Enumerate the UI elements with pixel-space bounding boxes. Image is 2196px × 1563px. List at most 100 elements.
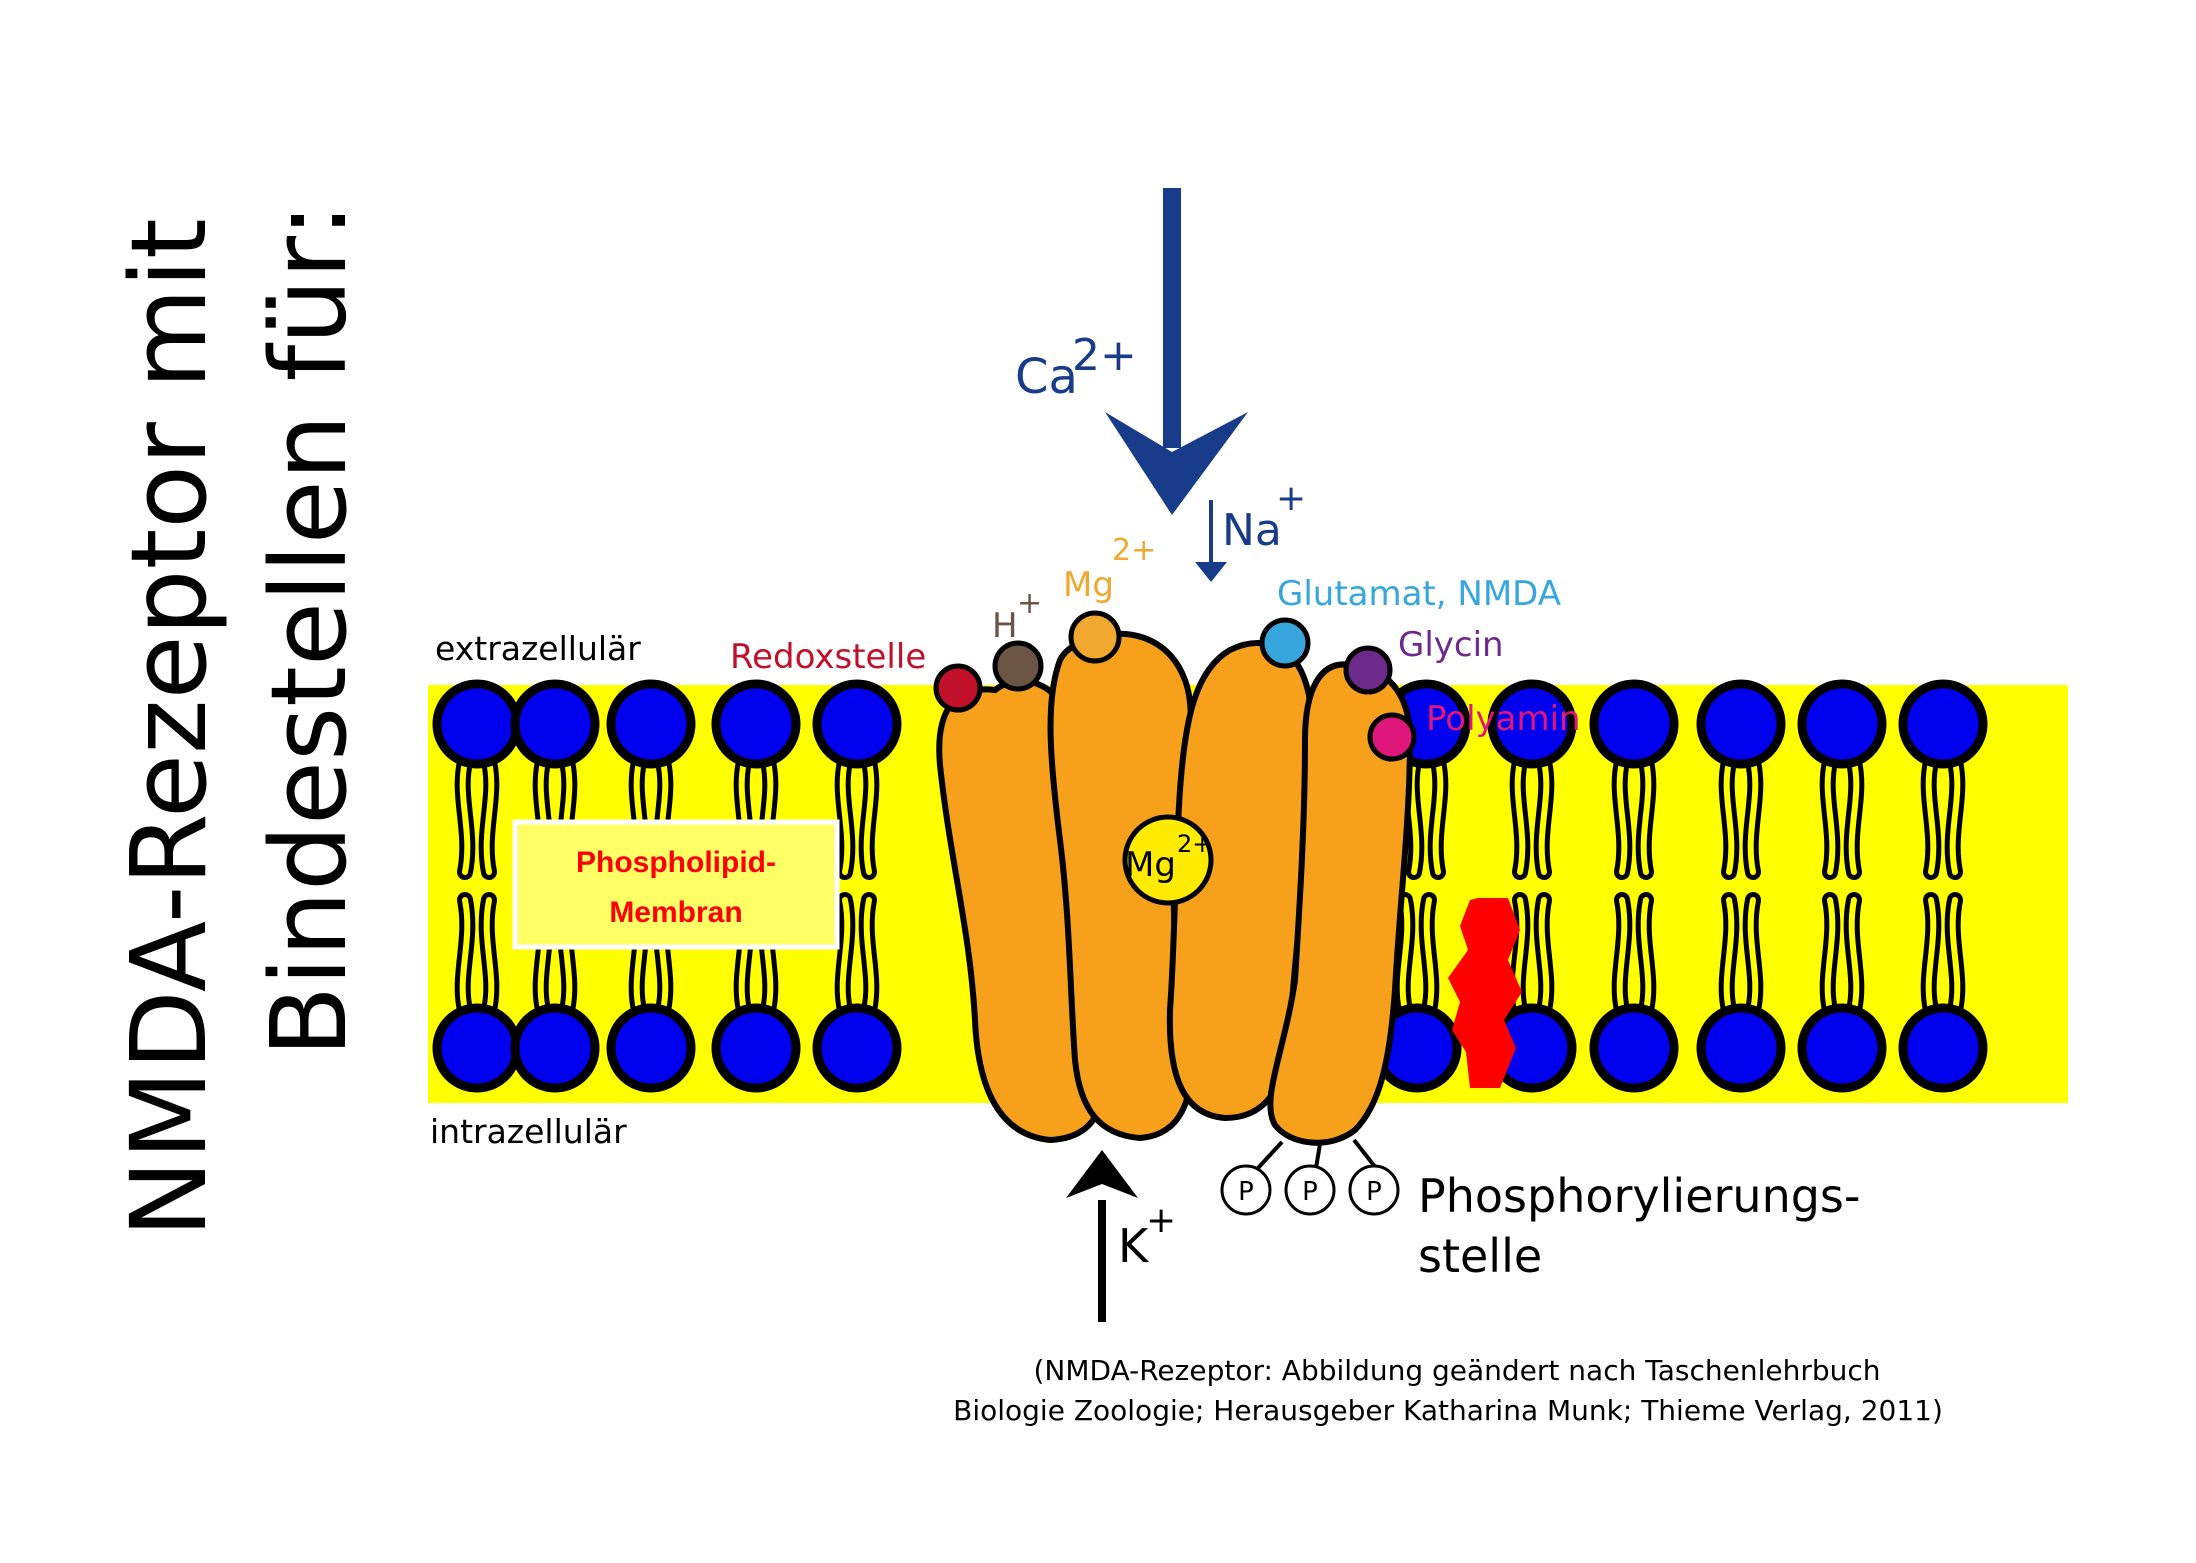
lipid-tail-core — [1925, 759, 1937, 875]
phosphorylation-label-line-2: stelle — [1418, 1229, 1542, 1283]
lipid-tail-core — [863, 897, 875, 1013]
lipid-head — [812, 679, 902, 769]
extracellular-label: extrazellulär — [435, 629, 641, 668]
lipid-tail-core — [1423, 897, 1435, 1013]
phospholipid — [812, 892, 902, 1093]
magnesium-site — [1068, 610, 1122, 664]
phosphate-stalk-3 — [1352, 1138, 1378, 1170]
lipid-head — [606, 679, 696, 769]
potassium-arrow-shaft — [1098, 1200, 1106, 1322]
lipid-head — [432, 679, 522, 769]
phosphorylation-sites: P P P Phosphorylierungs- stelle — [1220, 1138, 1860, 1283]
phospholipid — [1372, 892, 1462, 1093]
lipid-tail-core — [1848, 897, 1860, 1013]
calcium-symbol: Ca — [1015, 349, 1078, 405]
phospholipid — [606, 679, 696, 880]
phosphate-group-3 — [1348, 1164, 1400, 1216]
redox-site — [933, 663, 983, 713]
lipid-head — [711, 679, 801, 769]
membrane-label-line-2: Membran — [609, 896, 742, 929]
lipid-head — [1589, 679, 1679, 769]
polyamine-site — [1367, 712, 1417, 762]
phospholipid — [1696, 892, 1786, 1093]
phospholipid — [812, 679, 902, 880]
phosphate-symbol-1: P — [1238, 1177, 1254, 1207]
proton-site — [992, 640, 1044, 692]
diagram-title: NMDA-Rezeptor mit Bindestellen für: — [108, 203, 370, 1238]
lipid-tail-core — [1723, 897, 1735, 1013]
phosphate-group-1 — [1220, 1164, 1272, 1216]
glycine-label: Glycin — [1398, 625, 1504, 665]
lipid-tail-core — [863, 759, 875, 875]
potassium-symbol: K — [1118, 1219, 1150, 1273]
sodium-arrow-head — [1195, 562, 1227, 582]
lipid-tail-core — [1848, 759, 1860, 875]
lipid-tail-core — [1432, 759, 1444, 875]
phosphate-group-2 — [1284, 1164, 1336, 1216]
lipid-tail-core — [1949, 759, 1961, 875]
phospholipid — [1589, 892, 1679, 1093]
phospholipid — [1797, 679, 1887, 880]
title-line-1: NMDA-Rezeptor mit — [108, 218, 230, 1238]
potassium-charge: + — [1146, 1200, 1176, 1241]
phosphate-stalk-1 — [1256, 1140, 1284, 1170]
lipid-head — [1696, 679, 1786, 769]
sodium-charge: + — [1276, 478, 1306, 519]
lipid-tail-core — [1747, 759, 1759, 875]
lipid-tail-core — [1640, 759, 1652, 875]
phospholipid — [1696, 679, 1786, 880]
lipid-tail-core — [1616, 897, 1628, 1013]
lipid-tail-core — [1538, 897, 1550, 1013]
citation-line-1: (NMDA-Rezeptor: Abbildung geändert nach … — [1033, 1354, 1880, 1387]
lipid-tail-core — [1616, 759, 1628, 875]
magnesium-symbol: Mg — [1063, 565, 1114, 605]
lipid-tail-core — [1925, 897, 1937, 1013]
lipid-tail-core — [1640, 897, 1652, 1013]
lipid-layer-outer — [432, 679, 1988, 880]
calcium-influx-arrow: Ca 2+ — [1015, 188, 1248, 515]
lipid-tail-core — [1514, 759, 1526, 875]
lipid-head — [1898, 679, 1988, 769]
calcium-arrow-shaft — [1163, 188, 1181, 448]
pore-magnesium-circle — [1122, 814, 1214, 906]
phosphate-stalk-2 — [1314, 1143, 1322, 1169]
title-line-2: Bindestellen für: — [248, 203, 370, 1057]
lipid-tail-core — [1538, 759, 1550, 875]
receptor-subunit-4 — [1267, 661, 1414, 1146]
calcium-arrow-head — [1105, 412, 1248, 515]
nmda-receptor — [936, 630, 1414, 1146]
lipid-tail-core — [483, 897, 495, 1013]
sodium-symbol: Na — [1222, 505, 1282, 556]
phospholipid — [1898, 679, 1988, 880]
phosphate-symbol-2: P — [1302, 1177, 1318, 1207]
lipid-head — [606, 1003, 696, 1093]
phospholipid — [1898, 892, 1988, 1093]
phospholipid — [1487, 679, 1577, 880]
potassium-arrow-head — [1066, 1150, 1138, 1198]
lipid-head — [711, 1003, 801, 1093]
glutamate-label: Glutamat, NMDA — [1277, 574, 1561, 614]
lipid-tail-core — [459, 897, 471, 1013]
glycine-site — [1343, 645, 1393, 695]
lipid-tail-core — [839, 759, 851, 875]
membrane-label-box: Phospholipid- Membran — [512, 819, 840, 950]
lipid-tail-core — [459, 759, 471, 875]
lipid-head — [1898, 1003, 1988, 1093]
citation-line-2: Biologie Zoologie; Herausgeber Katharina… — [953, 1394, 1943, 1427]
lipid-tail-core — [483, 759, 495, 875]
potassium-efflux-arrow: K + — [1066, 1150, 1176, 1322]
polyamine-label: Polyamin — [1426, 699, 1581, 739]
lipid-head — [812, 1003, 902, 1093]
lipid-head — [1696, 1003, 1786, 1093]
intracellular-label: intrazellulär — [430, 1112, 627, 1151]
phospholipid — [432, 892, 522, 1093]
lipid-tail-core — [1399, 897, 1411, 1013]
proton-symbol: H — [992, 606, 1018, 646]
phospholipid — [1487, 892, 1577, 1093]
lipid-layer-inner — [432, 892, 1988, 1093]
lipid-tail-core — [1747, 897, 1759, 1013]
lipid-tail-core — [1824, 759, 1836, 875]
phosphorylation-label-line-1: Phosphorylierungs- — [1418, 1169, 1860, 1223]
lipid-head — [1797, 1003, 1887, 1093]
